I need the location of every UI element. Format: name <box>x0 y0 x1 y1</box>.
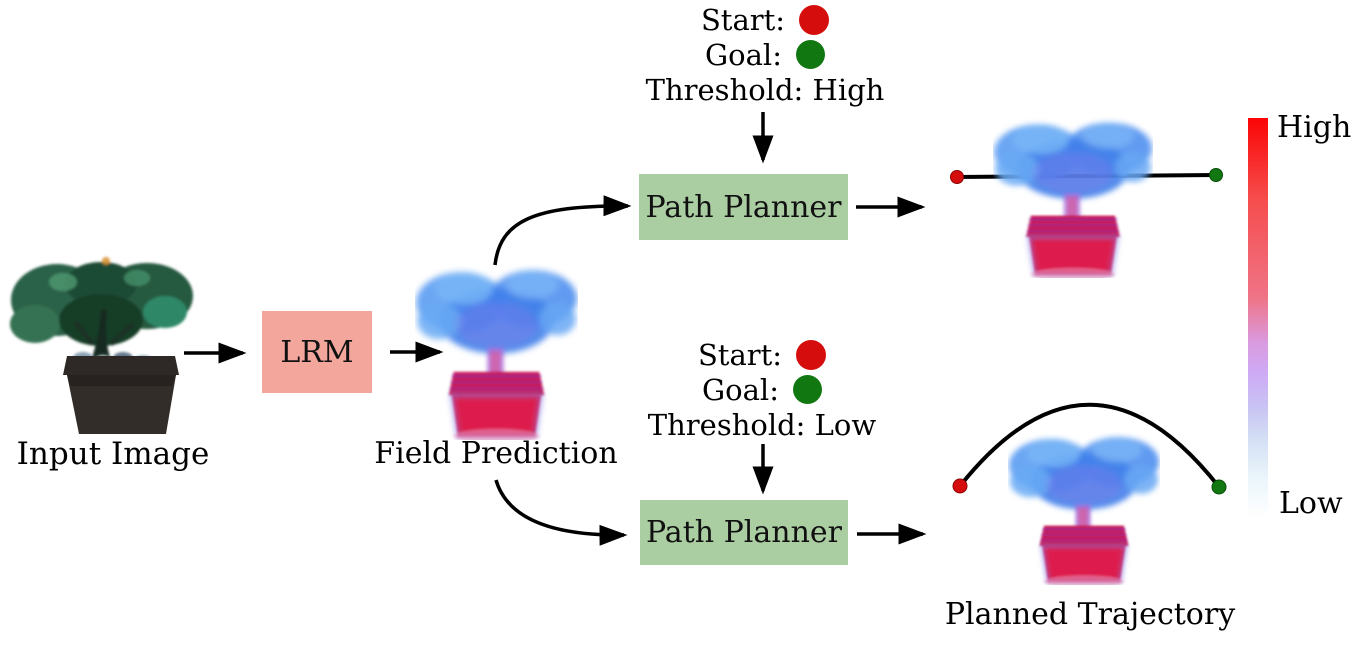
path-planner-box-top: Path Planner <box>639 174 848 240</box>
start-dot-icon <box>799 4 830 35</box>
path-planner-box-bottom: Path Planner <box>640 500 848 565</box>
start-point <box>950 170 964 184</box>
colorbar-low-label: Low <box>1279 486 1343 521</box>
density-colorbar <box>1248 118 1268 518</box>
legend-start-row: Start: <box>700 2 830 37</box>
threshold-high-label: Threshold: High <box>645 72 885 107</box>
field-prediction-label: Field Prediction <box>374 436 618 471</box>
lrm-box: LRM <box>262 311 372 393</box>
legend-goal-row: Goal: <box>702 372 822 407</box>
goal-point <box>1209 168 1223 182</box>
arrow-field-to-planner-bottom <box>494 479 628 546</box>
start-point <box>952 478 968 494</box>
colorbar-high-label: High <box>1277 110 1352 145</box>
goal-label: Goal: <box>705 37 782 72</box>
field-prediction-render <box>415 262 578 440</box>
planned-trajectory-label: Planned Trajectory <box>944 597 1236 632</box>
arrow-field-to-planner-top <box>493 195 632 266</box>
legend-threshold-row: Threshold: Low <box>648 407 876 442</box>
legend-low-threshold: Start: Goal: Threshold: Low <box>632 337 892 442</box>
start-label: Start: <box>700 2 786 37</box>
input-image-label: Input Image <box>16 436 210 472</box>
trajectory-low-render <box>952 402 1227 600</box>
legend-start-row: Start: <box>697 337 827 372</box>
lrm-label: LRM <box>280 334 354 370</box>
goal-dot-icon <box>795 40 825 69</box>
arc-trajectory-line <box>958 402 1221 489</box>
legend-goal-row: Goal: <box>705 37 825 72</box>
legend-threshold-row: Threshold: High <box>646 72 885 107</box>
trajectory-high-render <box>950 100 1223 290</box>
goal-point <box>1211 479 1227 495</box>
legend-high-threshold: Start: Goal: Threshold: High <box>635 2 895 107</box>
start-dot-icon <box>796 339 827 370</box>
path-planner-top-label: Path Planner <box>645 189 842 225</box>
input-plant-photo <box>10 257 193 434</box>
path-planner-bottom-label: Path Planner <box>645 515 843 550</box>
threshold-low-label: Threshold: Low <box>647 407 877 442</box>
goal-dot-icon <box>792 375 822 404</box>
start-label: Start: <box>697 337 783 372</box>
goal-label: Goal: <box>702 372 779 407</box>
